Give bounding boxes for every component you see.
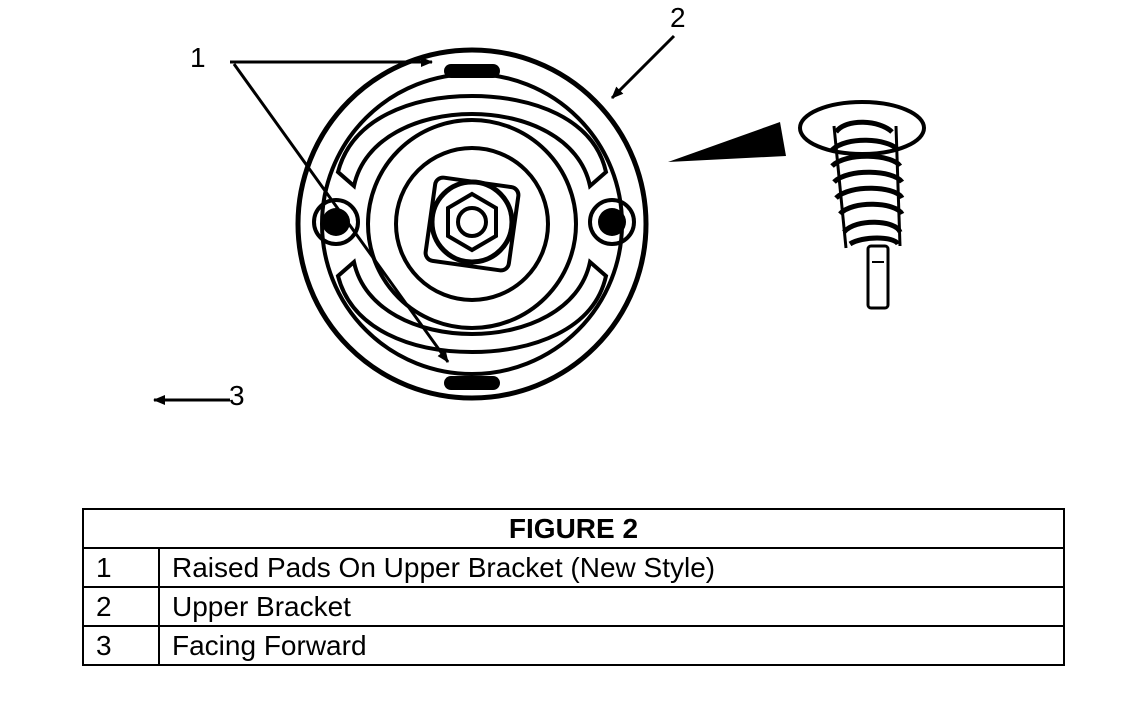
spring-body-right <box>894 125 902 247</box>
legend-row-description: Facing Forward <box>158 625 1065 666</box>
callout-3-label: 3 <box>229 380 245 411</box>
callout-2-label: 2 <box>670 2 686 33</box>
figure-legend-table: FIGURE 2 1 Raised Pads On Upper Bracket … <box>82 508 1065 666</box>
raised-pads <box>444 64 500 390</box>
callout-1-label: 1 <box>190 42 206 73</box>
leader-2-to-bracket <box>610 34 676 100</box>
legend-row: 1 Raised Pads On Upper Bracket (New Styl… <box>82 547 1065 588</box>
spring-body-left <box>832 125 848 249</box>
legend-row-number: 3 <box>82 625 160 666</box>
raised-pad-top <box>444 64 500 78</box>
spring-coils <box>830 119 905 247</box>
hub-boss <box>429 179 515 265</box>
raised-pad-bottom <box>444 376 500 390</box>
legend-row: 2 Upper Bracket <box>82 586 1065 627</box>
hub-ring <box>394 146 550 302</box>
legend-row-description: Upper Bracket <box>158 586 1065 627</box>
stud-shaft <box>866 244 890 310</box>
mounting-holes <box>312 198 636 246</box>
lower-channel <box>335 258 609 355</box>
hub-nut <box>446 191 498 253</box>
legend-title-row: FIGURE 2 <box>82 508 1065 549</box>
hub-outer <box>366 118 578 330</box>
bracket-outer-rim <box>295 47 649 401</box>
leader-lines <box>153 34 676 405</box>
leader-1-to-bottom-pad <box>232 63 450 363</box>
legend-row-number: 1 <box>82 547 160 588</box>
detail-pointer-wedge <box>668 122 786 162</box>
legend-row: 3 Facing Forward <box>82 625 1065 666</box>
detail-circle <box>798 100 926 156</box>
hub-square <box>423 175 521 273</box>
legend-row-description: Raised Pads On Upper Bracket (New Style) <box>158 547 1065 588</box>
upper-channel <box>335 93 609 190</box>
legend-row-number: 2 <box>82 586 160 627</box>
detail-stud-spring <box>798 100 926 310</box>
hub-bolt <box>456 206 488 238</box>
legend-title: FIGURE 2 <box>82 508 1065 549</box>
upper-bracket-diagram <box>153 34 926 405</box>
